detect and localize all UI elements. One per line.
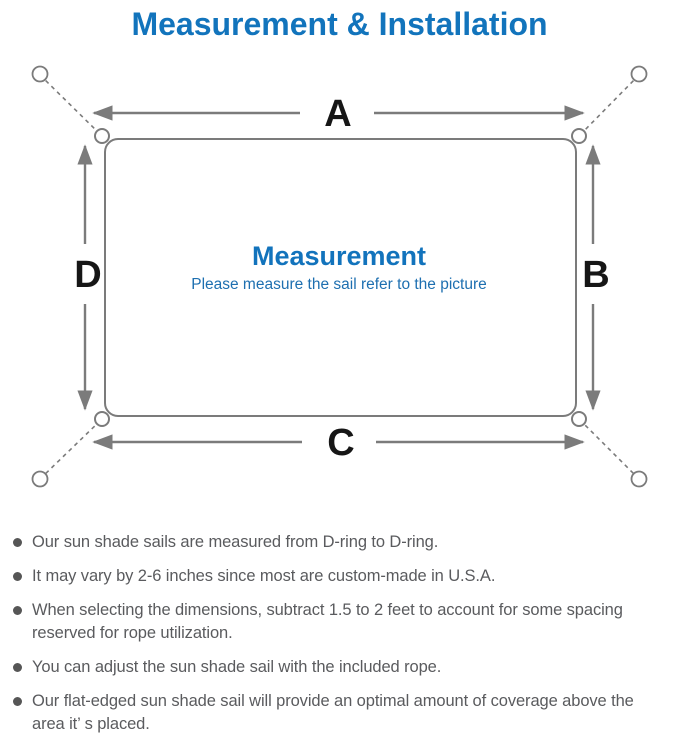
tie-line-bottom-left <box>39 418 103 480</box>
notes-section: Our sun shade sails are measured from D-… <box>0 506 679 736</box>
diagram-center-title: Measurement <box>252 241 426 271</box>
note-text: It may vary by 2-6 inches since most are… <box>32 567 496 585</box>
bullet-dot <box>13 697 22 706</box>
note-text: When selecting the dimensions, subtract … <box>32 601 623 642</box>
note-text: Our flat-edged sun shade sail will provi… <box>32 692 634 733</box>
bullet-dot <box>13 572 22 581</box>
note-item: You can adjust the sun shade sail with t… <box>13 656 679 679</box>
d-ring-top-left <box>94 128 110 144</box>
dimension-label-a: A <box>324 93 351 135</box>
measurement-diagram: A C D B Measurement Please measure the s… <box>31 65 648 488</box>
tie-line-top-right <box>578 74 640 137</box>
d-ring-bottom-right <box>571 411 587 427</box>
note-item: Our sun shade sails are measured from D-… <box>13 531 679 554</box>
bullet-dot <box>13 663 22 672</box>
anchor-point-top-right <box>630 65 648 83</box>
note-text: You can adjust the sun shade sail with t… <box>32 658 442 676</box>
anchor-point-bottom-right <box>630 470 648 488</box>
tie-line-top-left <box>39 74 103 137</box>
d-ring-bottom-left <box>94 411 110 427</box>
diagram-center-subtitle: Please measure the sail refer to the pic… <box>191 276 487 293</box>
dimension-label-d: D <box>74 254 101 296</box>
bullet-dot <box>13 606 22 615</box>
page-title: Measurement & Installation <box>131 6 548 42</box>
note-text: Our sun shade sails are measured from D-… <box>32 533 439 551</box>
anchor-point-bottom-left <box>31 470 49 488</box>
tie-line-bottom-right <box>578 418 640 480</box>
sail-outline <box>104 138 577 417</box>
d-ring-top-right <box>571 128 587 144</box>
dimension-label-b: B <box>582 254 609 296</box>
dimension-label-c: C <box>327 422 354 464</box>
bullet-dot <box>13 538 22 547</box>
note-item: Our flat-edged sun shade sail will provi… <box>13 690 679 736</box>
note-item: It may vary by 2-6 inches since most are… <box>13 565 679 588</box>
anchor-point-top-left <box>31 65 49 83</box>
note-item: When selecting the dimensions, subtract … <box>13 599 679 645</box>
